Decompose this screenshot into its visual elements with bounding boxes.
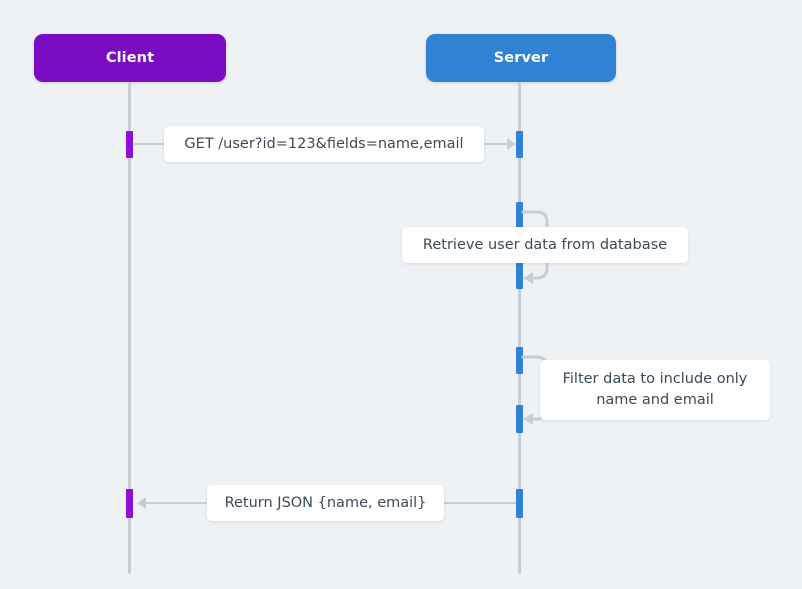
activation-bar-server-msg3-end xyxy=(516,405,523,433)
message-label-4: Return JSON {name, email} xyxy=(207,485,444,521)
actor-box-client[interactable]: Client xyxy=(34,34,226,82)
message-line-4-left xyxy=(146,502,208,504)
message-label-4-text: Return JSON {name, email} xyxy=(224,494,427,511)
message-line-1-right xyxy=(478,143,510,145)
actor-box-server[interactable]: Server xyxy=(426,34,616,82)
message-label-1-text: GET /user?id=123&fields=name,email xyxy=(184,135,464,152)
arrowhead-icon-message-4 xyxy=(137,497,146,509)
message-label-3: Filter data to include only name and ema… xyxy=(540,360,770,420)
arrowhead-icon-message-1 xyxy=(507,138,516,150)
activation-bar-server-msg2-start xyxy=(516,202,523,229)
lifeline-server xyxy=(518,82,521,574)
message-label-2: Retrieve user data from database xyxy=(402,227,688,263)
activation-bar-server-msg4 xyxy=(516,489,523,518)
message-label-1: GET /user?id=123&fields=name,email xyxy=(164,126,484,162)
activation-bar-client-msg1 xyxy=(126,131,133,158)
message-label-3-text: Filter data to include only name and ema… xyxy=(562,371,748,408)
activation-bar-server-msg2-end xyxy=(516,262,523,289)
lifeline-client xyxy=(128,82,131,574)
message-line-1-left xyxy=(134,143,174,145)
message-line-4-right xyxy=(442,502,516,504)
activation-bar-server-msg3-start xyxy=(516,347,523,374)
activation-bar-client-msg4 xyxy=(126,489,133,518)
actor-label-client: Client xyxy=(105,49,155,66)
message-label-2-text: Retrieve user data from database xyxy=(422,236,668,253)
activation-bar-server-msg1 xyxy=(516,131,523,158)
actor-label-server: Server xyxy=(493,49,549,66)
